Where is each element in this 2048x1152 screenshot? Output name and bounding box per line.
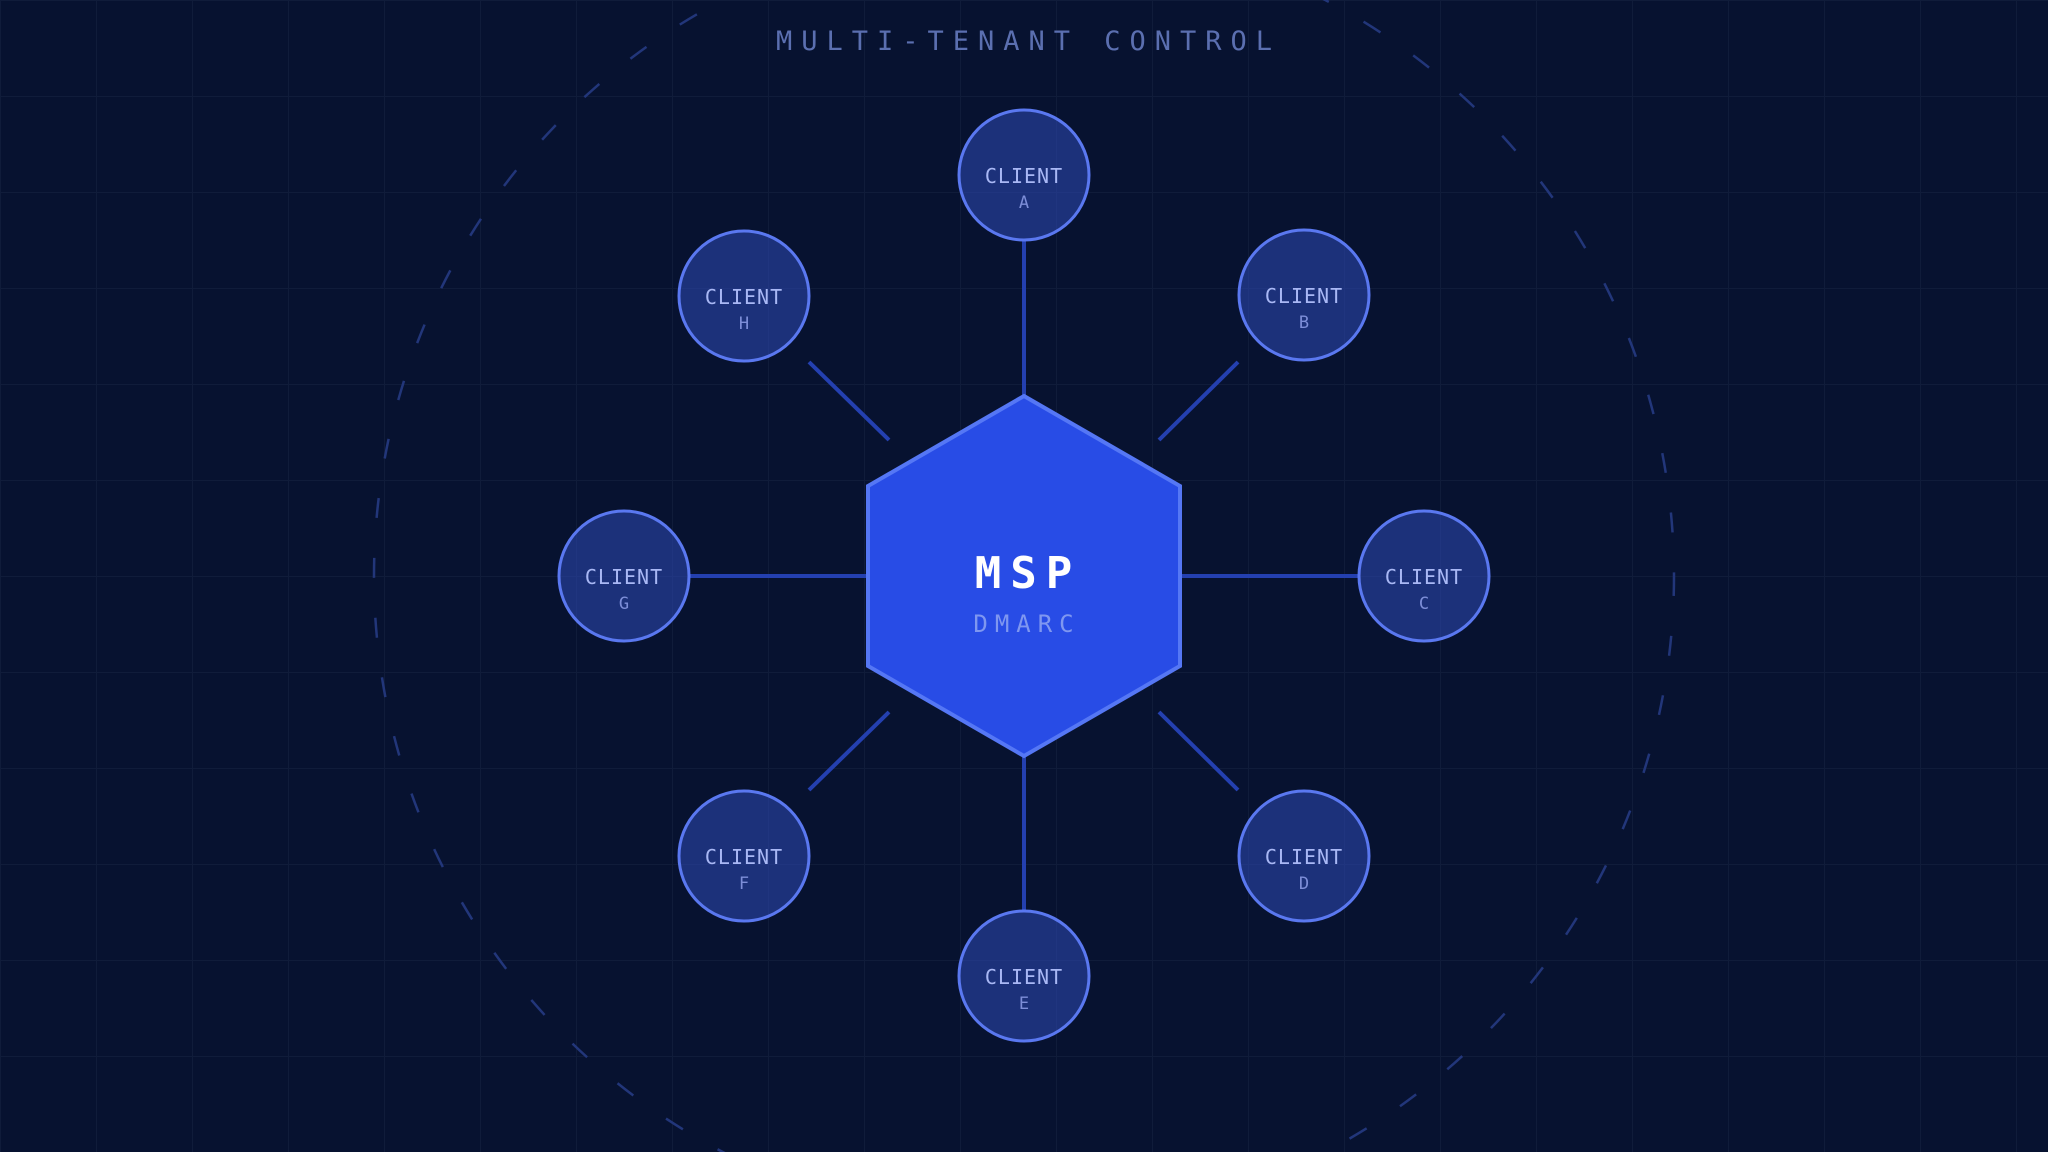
- client-id: H: [739, 314, 749, 334]
- client-label: CLIENT: [705, 845, 783, 869]
- client-node-circle: [957, 909, 1091, 1043]
- client-id: B: [1299, 313, 1309, 333]
- client-label: CLIENT: [585, 565, 663, 589]
- client-node-b[interactable]: CLIENT B: [1237, 228, 1371, 362]
- connector-h: [807, 360, 891, 442]
- hub-node[interactable]: MSP DMARC: [866, 393, 1182, 759]
- client-node-h[interactable]: CLIENT H: [677, 229, 811, 363]
- client-node-d[interactable]: CLIENT D: [1237, 789, 1371, 923]
- client-node-circle: [677, 789, 811, 923]
- client-id: G: [619, 594, 629, 614]
- client-id: E: [1019, 994, 1029, 1014]
- client-node-circle: [1237, 228, 1371, 362]
- client-node-c[interactable]: CLIENT C: [1357, 509, 1491, 643]
- client-node-g[interactable]: CLIENT G: [557, 509, 691, 643]
- client-label: CLIENT: [985, 965, 1063, 989]
- hub-title: MSP: [975, 548, 1081, 599]
- hub-subtitle: DMARC: [973, 610, 1080, 638]
- client-id: A: [1019, 193, 1029, 213]
- client-label: CLIENT: [1385, 565, 1463, 589]
- client-id: C: [1419, 594, 1429, 614]
- connectors: [690, 241, 1358, 911]
- client-label: CLIENT: [705, 285, 783, 309]
- client-node-circle: [557, 509, 691, 643]
- hub-hexagon: [866, 393, 1182, 759]
- client-id: F: [739, 874, 749, 894]
- client-label: CLIENT: [1265, 284, 1343, 308]
- client-label: CLIENT: [1265, 845, 1343, 869]
- client-node-circle: [677, 229, 811, 363]
- orbit-ring: [372, 0, 1676, 1152]
- page-title: MULTI-TENANT CONTROL: [775, 26, 1282, 57]
- client-node-a[interactable]: CLIENT A: [957, 108, 1091, 242]
- connector-f: [807, 710, 891, 792]
- connector-b: [1157, 360, 1240, 442]
- client-node-circle: [957, 108, 1091, 242]
- client-label: CLIENT: [985, 164, 1063, 188]
- client-node-circle: [1237, 789, 1371, 923]
- client-node-e[interactable]: CLIENT E: [957, 909, 1091, 1043]
- connector-d: [1157, 710, 1240, 792]
- client-id: D: [1299, 874, 1309, 894]
- client-node-f[interactable]: CLIENT F: [677, 789, 811, 923]
- client-node-circle: [1357, 509, 1491, 643]
